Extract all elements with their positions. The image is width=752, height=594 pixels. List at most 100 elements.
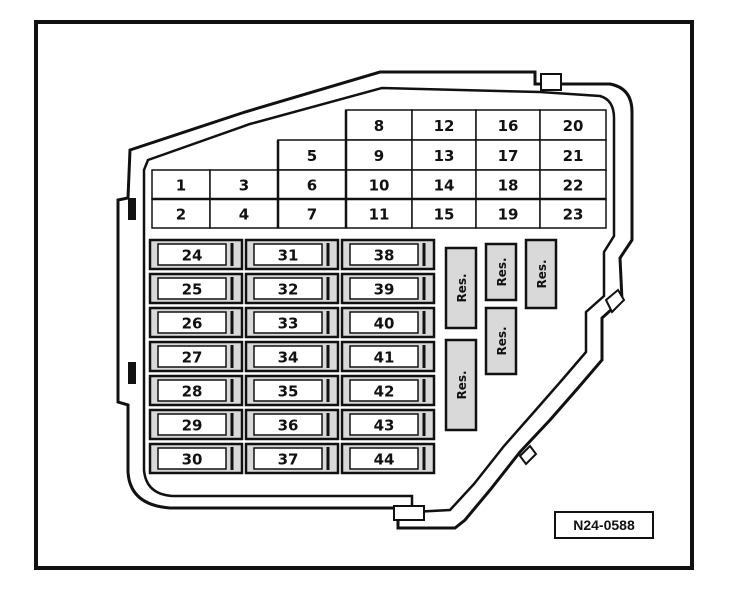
- top-grid-cell-14: [411, 169, 477, 200]
- fuse-number-43: 43: [374, 417, 395, 435]
- fuse-number-21: 21: [563, 147, 584, 165]
- fuse-body-39: [349, 277, 419, 300]
- reserve-relay-2: Res.: [444, 338, 478, 432]
- fuse-body-42: [349, 379, 419, 402]
- fuse-number-9: 9: [374, 147, 384, 165]
- fuse-number-16: 16: [498, 117, 519, 135]
- housing-tab-right-2: [518, 444, 538, 466]
- fuse-number-42: 42: [374, 383, 395, 401]
- fuse-body-31: [253, 243, 323, 266]
- fuse-body-34: [253, 345, 323, 368]
- fuse-number-28: 28: [182, 383, 203, 401]
- fuse-number-17: 17: [498, 147, 519, 165]
- housing-tab-left-upper: [128, 198, 136, 220]
- fuse-body-32: [253, 277, 323, 300]
- fuse-body-36: [253, 413, 323, 436]
- fuse-number-38: 38: [374, 247, 395, 265]
- fuse-number-5: 5: [307, 147, 317, 165]
- fuse-number-22: 22: [563, 177, 584, 195]
- reserve-relay-3: Res.: [484, 242, 518, 302]
- fuse-number-14: 14: [434, 177, 455, 195]
- top-grid-cell-18: [475, 169, 541, 200]
- fuse-number-4: 4: [239, 206, 249, 224]
- housing-tab-right-1: [604, 288, 626, 314]
- fuse-body-38: [349, 243, 419, 266]
- fuse-number-41: 41: [374, 349, 395, 367]
- fuse-body-35: [253, 379, 323, 402]
- fuse-number-37: 37: [278, 451, 299, 469]
- fuse-number-30: 30: [182, 451, 203, 469]
- top-grid-cell-15: [411, 198, 477, 229]
- reserve-label-2: Res.: [455, 370, 469, 399]
- reserve-label-5: Res.: [535, 259, 549, 288]
- fuse-number-3: 3: [239, 177, 249, 195]
- top-grid-cell-13: [411, 139, 477, 171]
- top-grid-cell-22: [539, 169, 607, 200]
- reserve-relay-5: Res.: [524, 238, 558, 310]
- fuse-body-40: [349, 311, 419, 334]
- fuse-body-28: [157, 379, 227, 402]
- top-grid-cell-4: [209, 198, 279, 229]
- fuse-body-29: [157, 413, 227, 436]
- fuse-number-10: 10: [369, 177, 390, 195]
- reserve-relay-1: Res.: [444, 246, 478, 330]
- lower-fuse-rows: 24 25 26 27 28 29 30 31 32 33 34 35 36 37 38 39 40 41 42 43…: [148, 238, 436, 475]
- top-grid-cell-21: [539, 139, 607, 171]
- fuse-number-19: 19: [498, 206, 519, 224]
- top-grid-cell-1: [151, 169, 211, 200]
- fuse-number-8: 8: [374, 117, 384, 135]
- reserve-label-3: Res.: [495, 257, 509, 286]
- top-grid-cell-16: [475, 109, 541, 141]
- fuse-number-36: 36: [278, 417, 299, 435]
- fuse-number-33: 33: [278, 315, 299, 333]
- fuse-number-29: 29: [182, 417, 203, 435]
- fuse-number-40: 40: [374, 315, 395, 333]
- fuse-body-37: [253, 447, 323, 470]
- reserve-label-1: Res.: [455, 273, 469, 302]
- top-grid-cell-10: [345, 169, 413, 200]
- fuse-number-6: 6: [307, 177, 317, 195]
- top-grid-cell-17: [475, 139, 541, 171]
- part-number-label: N24-0588: [554, 511, 654, 539]
- fuse-number-18: 18: [498, 177, 519, 195]
- fuse-number-44: 44: [374, 451, 395, 469]
- fuse-number-11: 11: [369, 206, 390, 224]
- fuse-body-25: [157, 277, 227, 300]
- fuse-number-34: 34: [278, 349, 299, 367]
- fuse-number-7: 7: [307, 206, 317, 224]
- fuse-number-24: 24: [182, 247, 203, 265]
- fuse-body-30: [157, 447, 227, 470]
- fuse-number-32: 32: [278, 281, 299, 299]
- fuse-number-20: 20: [563, 117, 584, 135]
- fuse-number-39: 39: [374, 281, 395, 299]
- fuse-number-26: 26: [182, 315, 203, 333]
- fuse-number-15: 15: [434, 206, 455, 224]
- fuse-body-33: [253, 311, 323, 334]
- fuse-number-31: 31: [278, 247, 299, 265]
- fuse-number-13: 13: [434, 147, 455, 165]
- fuse-body-41: [349, 345, 419, 368]
- fuse-body-44: [349, 447, 419, 470]
- top-grid-cell-2: [151, 198, 211, 229]
- fuse-body-43: [349, 413, 419, 436]
- fuse-number-23: 23: [563, 206, 584, 224]
- fuse-number-25: 25: [182, 281, 203, 299]
- fuse-number-35: 35: [278, 383, 299, 401]
- fuse-body-24: [157, 243, 227, 266]
- fuse-number-1: 1: [176, 177, 186, 195]
- housing-tab-left-lower: [128, 362, 136, 384]
- fuse-body-26: [157, 311, 227, 334]
- fuse-number-27: 27: [182, 349, 203, 367]
- top-grid-cell-20: [539, 109, 607, 141]
- housing-tab-bottom: [393, 505, 425, 521]
- fuse-number-2: 2: [176, 206, 186, 224]
- fuse-body-27: [157, 345, 227, 368]
- top-grid-cell-7: [277, 198, 347, 229]
- top-grid-cell-5: [277, 139, 347, 171]
- top-grid-cell-8: [345, 109, 413, 141]
- fuse-number-12: 12: [434, 117, 455, 135]
- housing-tab-top: [540, 73, 562, 91]
- reserve-relay-4: Res.: [484, 306, 518, 376]
